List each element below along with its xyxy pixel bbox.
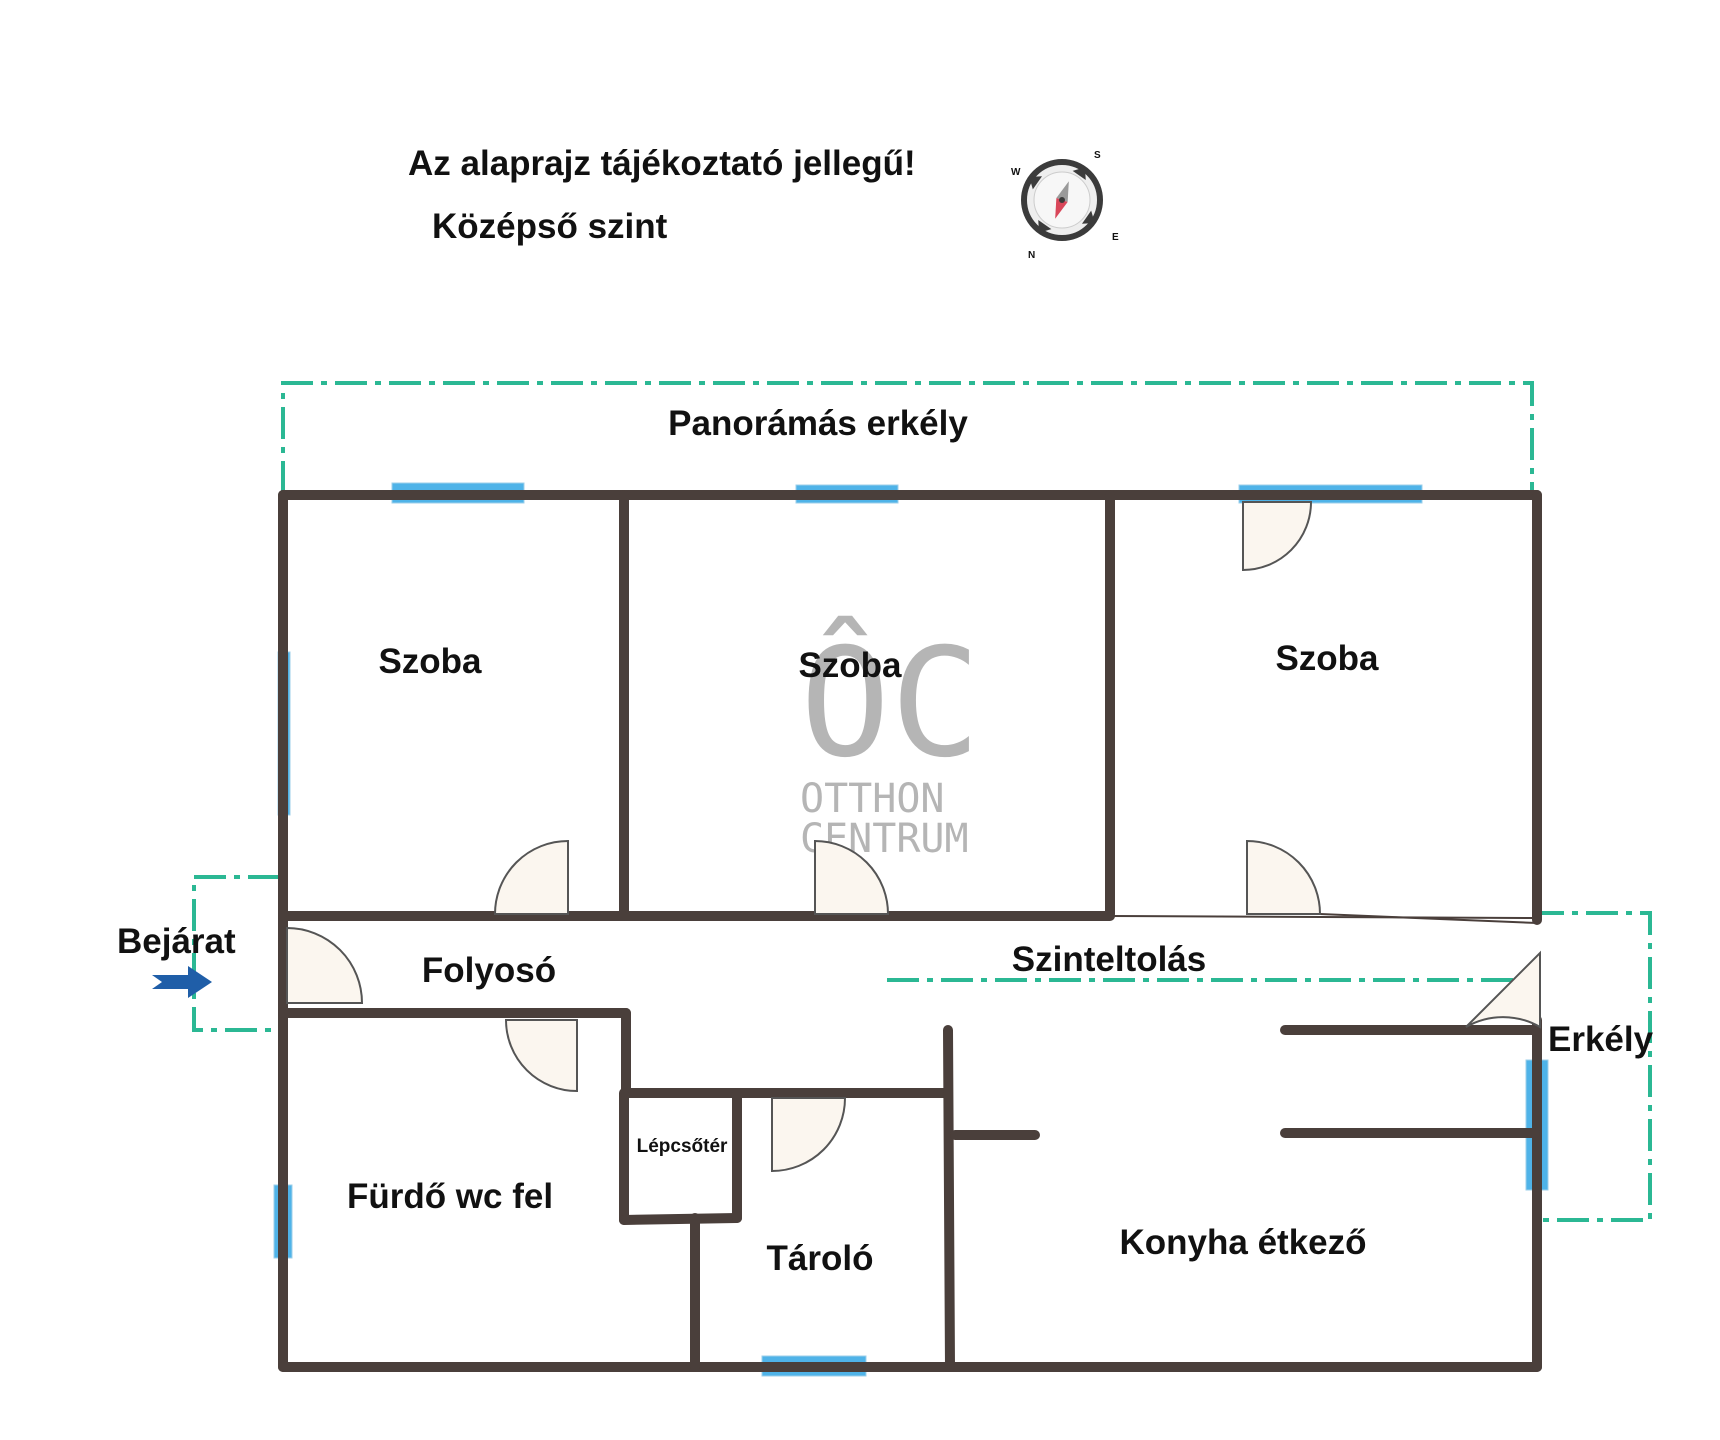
label-storage: Tároló xyxy=(767,1239,874,1278)
level-text: Középső szint xyxy=(432,207,668,246)
door-entrance xyxy=(286,926,364,1004)
door-bathroom xyxy=(504,1019,578,1093)
walls xyxy=(278,490,1542,1372)
watermark-logo-letters: ÔC xyxy=(800,615,981,791)
compass-letter-e: E xyxy=(1112,232,1119,243)
door-left-room xyxy=(493,839,569,915)
label-staircase: Lépcsőtér xyxy=(637,1136,728,1157)
panorama-balcony-outline xyxy=(281,381,1534,493)
label-panorama-balcony: Panorámás erkély xyxy=(668,404,968,443)
label-entrance: Bejárat xyxy=(117,922,236,961)
label-room-center: Szoba xyxy=(798,646,902,685)
entrance-arrow-icon xyxy=(152,966,212,998)
label-room-left: Szoba xyxy=(378,642,482,681)
door-balcony xyxy=(1465,950,1541,1029)
label-bathroom: Fürdő wc fel xyxy=(347,1177,553,1216)
label-small-balcony: Erkély xyxy=(1548,1020,1654,1059)
label-level-shift: Szinteltolás xyxy=(1012,940,1206,979)
label-kitchen: Konyha étkező xyxy=(1120,1223,1367,1262)
compass-icon: S W N E xyxy=(1011,150,1119,261)
watermark-line1: OTTHON xyxy=(800,776,945,822)
compass-letter-w: W xyxy=(1011,167,1021,178)
otthon-centrum-watermark: ÔC OTTHON CENTRUM xyxy=(800,615,981,862)
label-room-right: Szoba xyxy=(1275,639,1379,678)
door-storage xyxy=(771,1097,847,1173)
door-right-room-balcony xyxy=(1242,501,1313,572)
compass-letter-s: S xyxy=(1094,150,1101,161)
door-right-room xyxy=(1246,839,1322,915)
disclaimer-text: Az alaprajz tájékoztató jellegű! xyxy=(408,144,916,183)
compass-letter-n: N xyxy=(1028,250,1035,261)
door-center-room xyxy=(814,839,890,915)
small-balcony-outline xyxy=(1532,911,1652,1222)
entrance-outline xyxy=(192,875,280,1032)
label-corridor: Folyosó xyxy=(422,951,556,990)
